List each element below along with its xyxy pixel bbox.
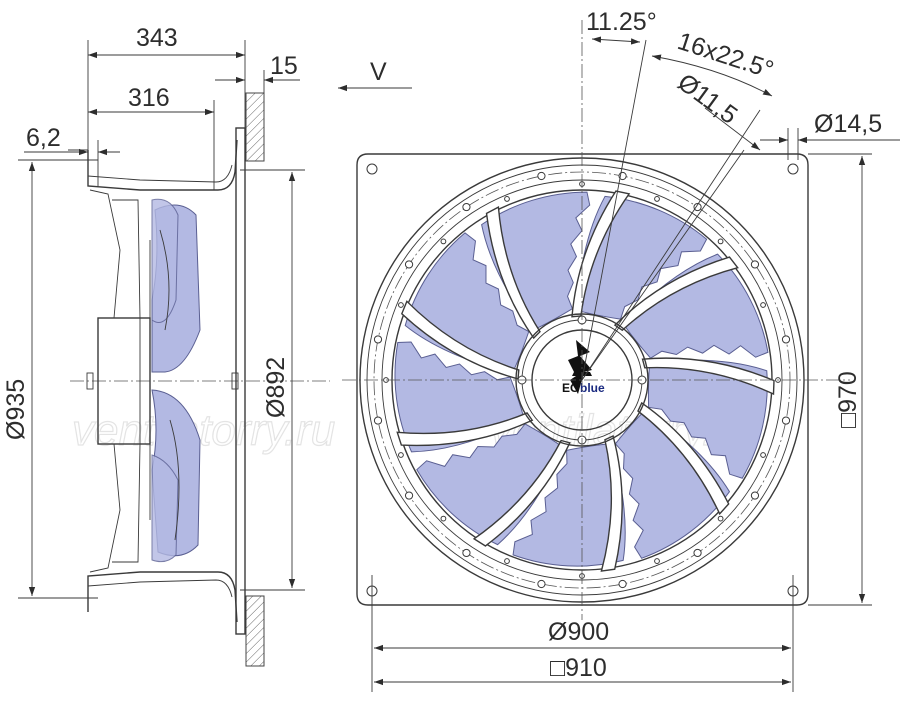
bolt-hole <box>693 548 702 558</box>
watermark-left: ventilatorry.ru <box>72 406 335 455</box>
dim-height-square: □970 <box>834 371 862 428</box>
support-strut <box>571 190 631 318</box>
housing-bottom <box>87 571 238 623</box>
support-strut <box>613 256 739 332</box>
dim-diameter-935: Ø935 <box>2 379 30 440</box>
support-strut <box>485 206 541 340</box>
ring-notch <box>440 238 447 245</box>
impeller-blade <box>614 409 731 559</box>
support-strut <box>641 357 775 396</box>
support-struts <box>396 190 775 572</box>
impeller-blade <box>512 443 626 567</box>
ring-notch <box>760 452 766 458</box>
mounting-plate <box>356 153 809 606</box>
bolt-hole <box>781 335 791 344</box>
bolt-hole <box>750 491 760 500</box>
impeller-blade <box>622 253 769 359</box>
bolt-hole <box>404 260 414 269</box>
dim-316: 316 <box>128 84 170 112</box>
side-view: 343 316 15 6,2 Ø935 Ø892 <box>2 24 330 667</box>
ring-notch <box>398 452 404 458</box>
wall-bottom <box>245 595 265 667</box>
bolt-hole <box>781 416 791 425</box>
support-strut <box>637 401 730 516</box>
bolt-hole <box>373 335 383 344</box>
dim-width-square: □910 <box>550 654 607 682</box>
dim-circle-diameter: Ø900 <box>548 618 609 646</box>
dim-15: 15 <box>270 52 298 80</box>
front-view: EC blue 11.25° 16x22.5° Ø11,5 Ø14,5 □970… <box>342 8 900 692</box>
view-marker: V <box>370 58 387 86</box>
dim-corner-hole: Ø14,5 <box>814 110 882 138</box>
ring-notch <box>760 302 766 308</box>
ring-notch <box>398 302 404 308</box>
view-arrow: V <box>338 58 412 92</box>
impeller-blade <box>416 423 564 546</box>
bolt-hole <box>462 202 471 212</box>
ring-notch <box>654 558 660 564</box>
impeller-blade <box>481 191 591 331</box>
bolt-holes <box>373 171 791 589</box>
support-strut <box>600 434 623 572</box>
wall-top <box>245 92 265 162</box>
ecblue-logo-icon <box>568 340 592 394</box>
bolt-hole <box>404 491 414 500</box>
ring-notch <box>654 196 660 202</box>
logo-ec: EC <box>562 381 579 395</box>
support-strut <box>396 412 534 447</box>
ring-notch <box>440 515 447 522</box>
ring-notch <box>717 515 724 522</box>
dim-angle-single: 11.25° <box>586 8 657 36</box>
bolt-hole <box>537 171 546 181</box>
corner-hole <box>366 163 378 175</box>
support-strut <box>400 300 520 380</box>
logo-blue: blue <box>580 381 605 395</box>
ring-notch <box>504 558 510 564</box>
bolt-hole <box>693 202 702 212</box>
impeller-blade <box>647 359 768 479</box>
support-strut <box>472 439 571 547</box>
bolt-hole <box>537 579 546 589</box>
corner-hole <box>787 163 799 175</box>
bolt-hole <box>373 416 383 425</box>
ring-notch <box>504 196 510 202</box>
bolt-hole <box>618 579 627 589</box>
dim-6-2: 6,2 <box>26 124 61 152</box>
bolt-hole <box>750 260 760 269</box>
housing-top <box>87 139 238 191</box>
bolt-hole <box>462 548 471 558</box>
dim-343: 343 <box>136 24 178 52</box>
ring-notch <box>717 238 724 245</box>
dim-diameter-892: Ø892 <box>262 357 290 418</box>
mounting-flange <box>235 127 246 635</box>
